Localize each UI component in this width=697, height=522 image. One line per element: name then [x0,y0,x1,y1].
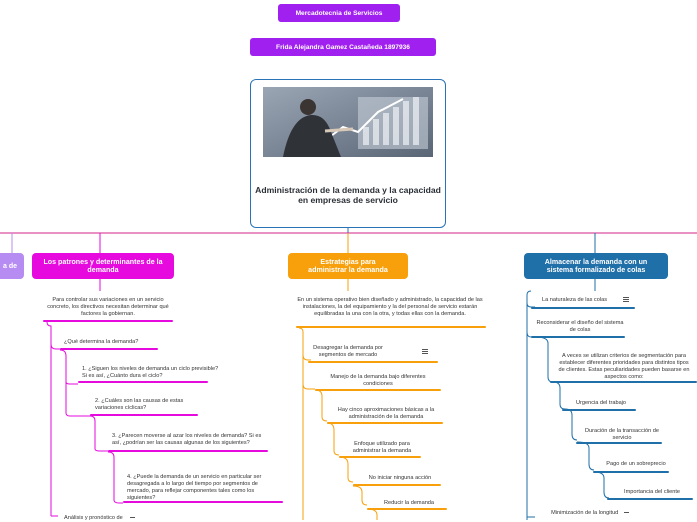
almacenar-item-3-underline [550,381,697,383]
estrategias-item-6-underline [367,508,447,510]
course-title[interactable]: Mercadotecnia de Servicios [278,4,400,22]
almacenar-item-4[interactable]: Urgencia del trabajo [575,400,627,406]
central-title: Administración de la demanda y la capaci… [255,185,441,205]
patrones-q3[interactable]: 3. ¿Parecen moverse al azar los niveles … [112,433,262,446]
patrones-analysis-label: Análisis y pronóstico de [64,515,123,521]
almacenar-item-1-underline [531,307,635,309]
patrones-q4[interactable]: 4. ¿Puede la demanda de un servicio en p… [127,474,262,501]
almacenar-item-4-underline [562,409,636,411]
branch-estrategias[interactable]: Estrategias para administrar la demanda [288,253,408,279]
estrategias-intro[interactable]: En un sistema operativo bien diseñado y … [297,297,483,317]
notes-icon[interactable] [422,349,428,354]
estrategias-item-1-underline [308,361,438,363]
branch-patrones-title: Los patrones y determinantes de la deman… [43,257,163,275]
almacenar-item-6[interactable]: Pago de un sobreprecio [606,461,666,467]
patrones-q2-underline [90,414,198,416]
central-topic[interactable]: Administración de la demanda y la capaci… [250,79,446,228]
patrones-q2[interactable]: 2. ¿Cuáles son las causas de estas varia… [95,398,184,411]
estrategias-item-4-underline [339,456,421,458]
almacenar-item-7[interactable]: Importancia del cliente [624,489,680,495]
patrones-analysis[interactable]: Análisis y pronóstico de [64,515,184,522]
patrones-q4-underline [123,501,283,503]
branch-estrategias-title: Estrategias para administrar la demanda [308,257,388,275]
almacenar-item-7-underline [607,498,693,500]
estrategias-item-2[interactable]: Manejo de la demanda bajo diferentes con… [330,374,426,387]
collapse-icon[interactable] [130,517,136,519]
almacenar-item-3[interactable]: A veces se utilizan criterios de segment… [558,353,690,380]
almacenar-item-8[interactable]: Minimización de la longitud [540,510,640,517]
patrones-q3-underline [108,450,268,452]
patrones-q0-underline [60,348,158,350]
branch-almacenar-title: Almacenar la demanda con un sistema form… [544,257,648,275]
almacenar-item-2-underline [531,336,625,338]
almacenar-item-1[interactable]: La naturaleza de las colas [542,297,607,303]
estrategias-item-2-underline [315,389,441,391]
branch-almacenar[interactable]: Almacenar la demanda con un sistema form… [524,253,668,279]
almacenar-item-5-underline [576,442,662,444]
almacenar-item-6-underline [593,471,669,473]
estrategias-item-4[interactable]: Enfoque utilizado para administrar la de… [352,441,412,454]
patrones-q1[interactable]: 1. ¿Siguen los niveles de demanda un cic… [82,366,219,379]
estrategias-item-3-underline [327,422,443,424]
branch-partial-left[interactable]: a de [0,253,24,279]
branch-partial-label: a de [2,262,17,270]
notes-icon[interactable] [623,297,629,302]
estrategias-intro-underline [296,326,486,328]
estrategias-item-1[interactable]: Desagregar la demanda por segmentos de m… [313,345,383,358]
business-growth-chart-image [263,87,433,157]
patrones-intro-underline [43,320,173,322]
almacenar-item-2[interactable]: Reconsiderar el diseño del sistema de co… [536,320,624,333]
estrategias-item-5[interactable]: No iniciar ninguna acción [368,475,432,481]
estrategias-item-3[interactable]: Hay cinco aproximaciones básicas a la ad… [337,407,435,420]
almacenar-item-5[interactable]: Duración de la transacción de servicio [584,428,659,441]
author-name[interactable]: Frida Alejandra Gamez Castañeda 1897936 [250,38,436,56]
estrategias-item-6[interactable]: Reducir la demanda [383,500,435,506]
branch-patrones[interactable]: Los patrones y determinantes de la deman… [32,253,174,279]
patrones-q1-underline [78,381,208,383]
collapse-icon[interactable] [623,512,629,514]
estrategias-item-5-underline [353,484,441,486]
patrones-intro[interactable]: Para controlar sus variaciones en un ser… [47,297,169,317]
almacenar-item-8-label: Minimización de la longitud [551,510,619,516]
patrones-q0[interactable]: ¿Qué determina la demanda? [64,339,139,345]
